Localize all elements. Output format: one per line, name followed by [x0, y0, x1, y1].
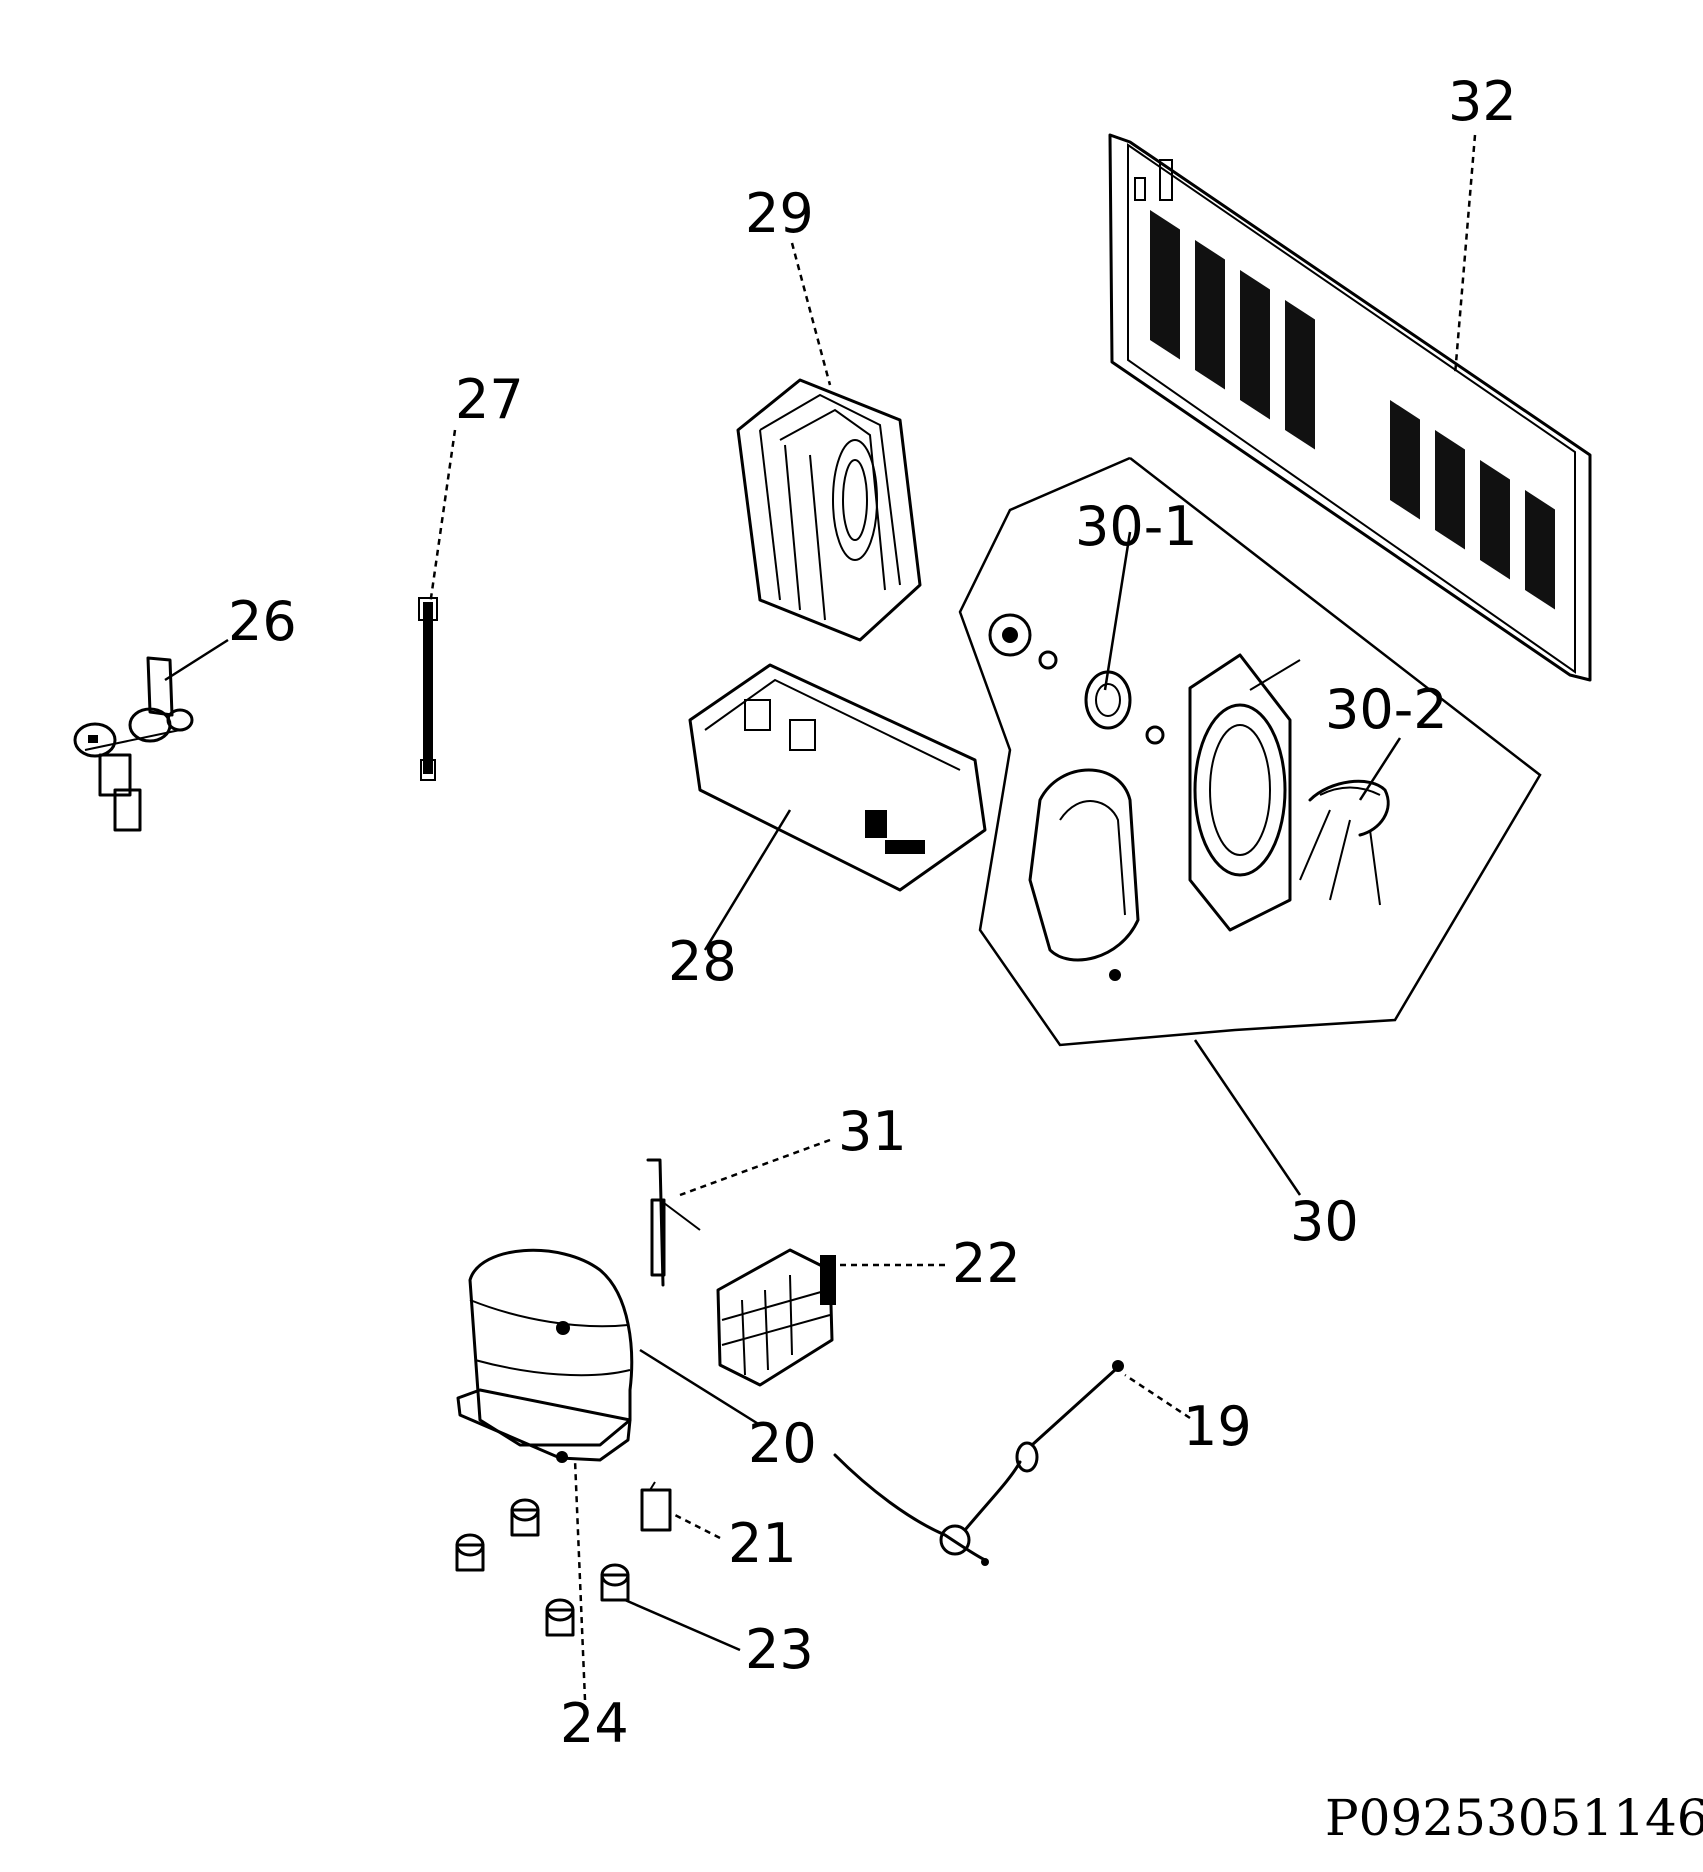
part-30-2-wire-harness [1299, 779, 1390, 906]
part-23-rubber-feet [455, 1498, 630, 1637]
leader-32 [1453, 134, 1477, 376]
panel-vent-grille [1150, 209, 1555, 610]
part-21-relay [640, 1481, 672, 1532]
part-31-drier [646, 1158, 701, 1287]
part-22-condenser [716, 1248, 836, 1387]
leader-24 [573, 1459, 587, 1701]
rubber-foot [510, 1498, 540, 1537]
callout-21: 21 [728, 1512, 797, 1575]
part-20-compressor [456, 1248, 634, 1463]
callout-labels: 32 29 27 26 28 30-1 30-2 30 31 22 20 19 … [228, 70, 1517, 1755]
callout-31: 31 [838, 1100, 907, 1163]
rubber-foot [545, 1598, 575, 1637]
callout-27: 27 [455, 368, 524, 431]
leader-20 [639, 1348, 761, 1427]
leader-23 [624, 1598, 741, 1652]
rubber-foot [600, 1563, 630, 1602]
leader-27 [428, 429, 457, 606]
leader-29 [790, 242, 832, 386]
callout-26: 26 [228, 590, 297, 653]
callout-29: 29 [745, 182, 814, 245]
callout-28: 28 [668, 930, 737, 993]
callout-30: 30 [1290, 1190, 1359, 1253]
callout-24: 24 [560, 1692, 629, 1755]
leader-30-1 [1103, 531, 1132, 691]
callout-30-1: 30-1 [1075, 495, 1198, 558]
leader-lines [164, 134, 1477, 1701]
part-32-rear-panel [1108, 133, 1592, 682]
callout-32: 32 [1448, 70, 1517, 133]
leader-21 [674, 1513, 721, 1540]
part-26-valve [73, 656, 194, 832]
part-30-fan-assembly [958, 456, 1542, 1047]
part-28-housing [688, 663, 987, 892]
leader-28 [703, 809, 792, 951]
part-19-sensor [833, 1360, 1124, 1566]
document-id: P09253051146 [1325, 1789, 1703, 1847]
callout-23: 23 [745, 1618, 814, 1681]
leader-31 [679, 1138, 831, 1197]
callout-19: 19 [1183, 1395, 1252, 1458]
callout-20: 20 [748, 1412, 817, 1475]
rubber-foot [455, 1533, 485, 1572]
callout-22: 22 [952, 1232, 1021, 1295]
leader-30 [1193, 1039, 1302, 1196]
leader-19 [1124, 1373, 1191, 1420]
leader-26 [164, 638, 229, 682]
leader-30-2 [1358, 737, 1402, 801]
callout-30-2: 30-2 [1325, 678, 1448, 741]
part-30-1-fan-motor [1084, 670, 1165, 745]
part-27-tube [418, 597, 438, 781]
part-29-evaporator [736, 378, 922, 642]
